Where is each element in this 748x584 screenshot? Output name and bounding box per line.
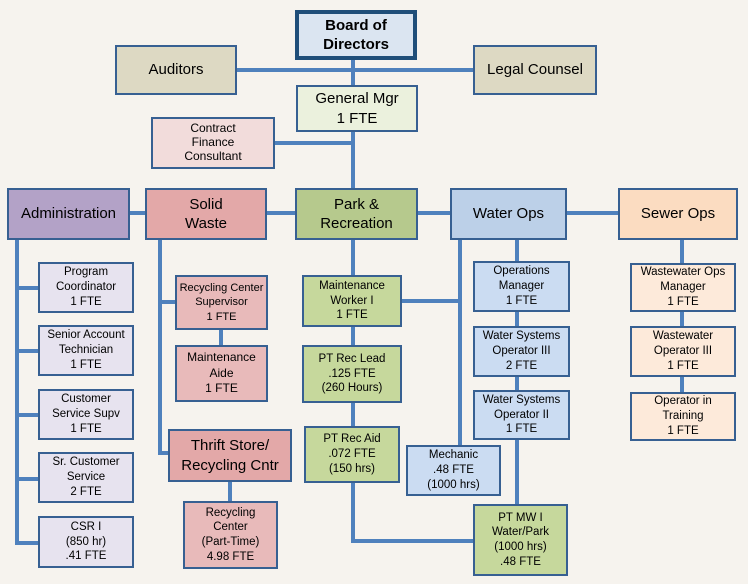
connector-thrift-rc	[228, 482, 232, 501]
connector-wso2-ptmw	[515, 440, 519, 504]
connector-admin-branch-1	[15, 286, 38, 290]
connector-water-mech-trunk	[458, 240, 462, 445]
org-node-administration: Administration	[7, 188, 130, 240]
connector-mw1-to-water-trunk	[402, 299, 460, 303]
org-node-contract-finance-consultant: Contract Finance Consultant	[151, 117, 275, 169]
connector-solid-park	[267, 211, 295, 215]
org-node-board-of-directors: Board of Directors	[295, 10, 417, 60]
org-node-pt-rec-lead: PT Rec Lead .125 FTE (260 Hours)	[302, 345, 402, 403]
org-node-wastewater-ops-manager: Wastewater Ops Manager 1 FTE	[630, 263, 736, 312]
connector-water-om	[515, 240, 519, 261]
connector-park-water	[418, 211, 450, 215]
org-node-senior-account-technician: Senior Account Technician 1 FTE	[38, 325, 134, 376]
org-node-operator-in-training: Operator in Training 1 FTE	[630, 392, 736, 441]
org-node-auditors: Auditors	[115, 45, 237, 95]
org-node-water-systems-operator-ii: Water Systems Operator II 1 FTE	[473, 390, 570, 440]
connector-rcs-ma	[219, 330, 223, 345]
connector-ptaid-down	[351, 483, 355, 543]
connector-solid-branch-thrift	[158, 451, 168, 455]
org-node-csr-i: CSR I (850 hr) .41 FTE	[38, 516, 134, 568]
connector-auditors-legal	[237, 68, 475, 72]
org-node-solid-waste: Solid Waste	[145, 188, 267, 240]
connector-wso3-wso2	[515, 377, 519, 390]
org-node-program-coordinator: Program Coordinator 1 FTE	[38, 262, 134, 313]
connector-board-to-gm	[351, 60, 355, 85]
connector-admin-trunk	[15, 240, 19, 545]
connector-solid-trunk	[158, 240, 162, 455]
connector-admin-branch-3	[15, 413, 38, 417]
org-node-wastewater-operator-iii: Wastewater Operator III 1 FTE	[630, 326, 736, 377]
org-node-water-systems-operator-iii: Water Systems Operator III 2 FTE	[473, 326, 570, 377]
org-node-thrift-store-recycling-cntr: Thrift Store/ Recycling Cntr	[168, 429, 292, 482]
connector-cfc	[275, 141, 353, 145]
connector-admin-branch-4	[15, 477, 38, 481]
connector-admin-branch-2	[15, 349, 38, 353]
connector-wwom-wwo3	[680, 312, 684, 326]
org-node-pt-mw-i-water-park: PT MW I Water/Park (1000 hrs) .48 FTE	[473, 504, 568, 576]
connector-ptlead-ptaid	[351, 403, 355, 426]
connector-water-sewer	[567, 211, 618, 215]
connector-sewer-wwom	[680, 240, 684, 263]
connector-admin-branch-5	[15, 541, 38, 545]
connector-gm-to-park	[351, 132, 355, 188]
connector-solid-branch-rcs	[158, 300, 175, 304]
connector-park-mw1	[351, 240, 355, 275]
org-node-customer-service-supv: Customer Service Supv 1 FTE	[38, 389, 134, 440]
connector-admin-solid	[130, 211, 145, 215]
org-node-sr-customer-service: Sr. Customer Service 2 FTE	[38, 452, 134, 503]
org-node-mechanic: Mechanic .48 FTE (1000 hrs)	[406, 445, 501, 496]
connector-wwo3-oit	[680, 377, 684, 392]
org-node-water-ops: Water Ops	[450, 188, 567, 240]
org-node-operations-manager: Operations Manager 1 FTE	[473, 261, 570, 312]
org-node-maintenance-worker-i: Maintenance Worker I 1 FTE	[302, 275, 402, 327]
connector-park-to-ptmw	[351, 539, 473, 543]
connector-mw1-ptlead	[351, 327, 355, 345]
org-node-recycling-center-supervisor: Recycling Center Supervisor 1 FTE	[175, 275, 268, 330]
org-node-sewer-ops: Sewer Ops	[618, 188, 738, 240]
org-node-recycling-center-part-time: Recycling Center (Part-Time) 4.98 FTE	[183, 501, 278, 569]
org-node-legal-counsel: Legal Counsel	[473, 45, 597, 95]
connector-om-wso3	[515, 312, 519, 326]
org-node-general-mgr: General Mgr 1 FTE	[296, 85, 418, 132]
org-node-pt-rec-aid: PT Rec Aid .072 FTE (150 hrs)	[304, 426, 400, 483]
org-node-park-recreation: Park & Recreation	[295, 188, 418, 240]
org-node-maintenance-aide: Maintenance Aide 1 FTE	[175, 345, 268, 402]
